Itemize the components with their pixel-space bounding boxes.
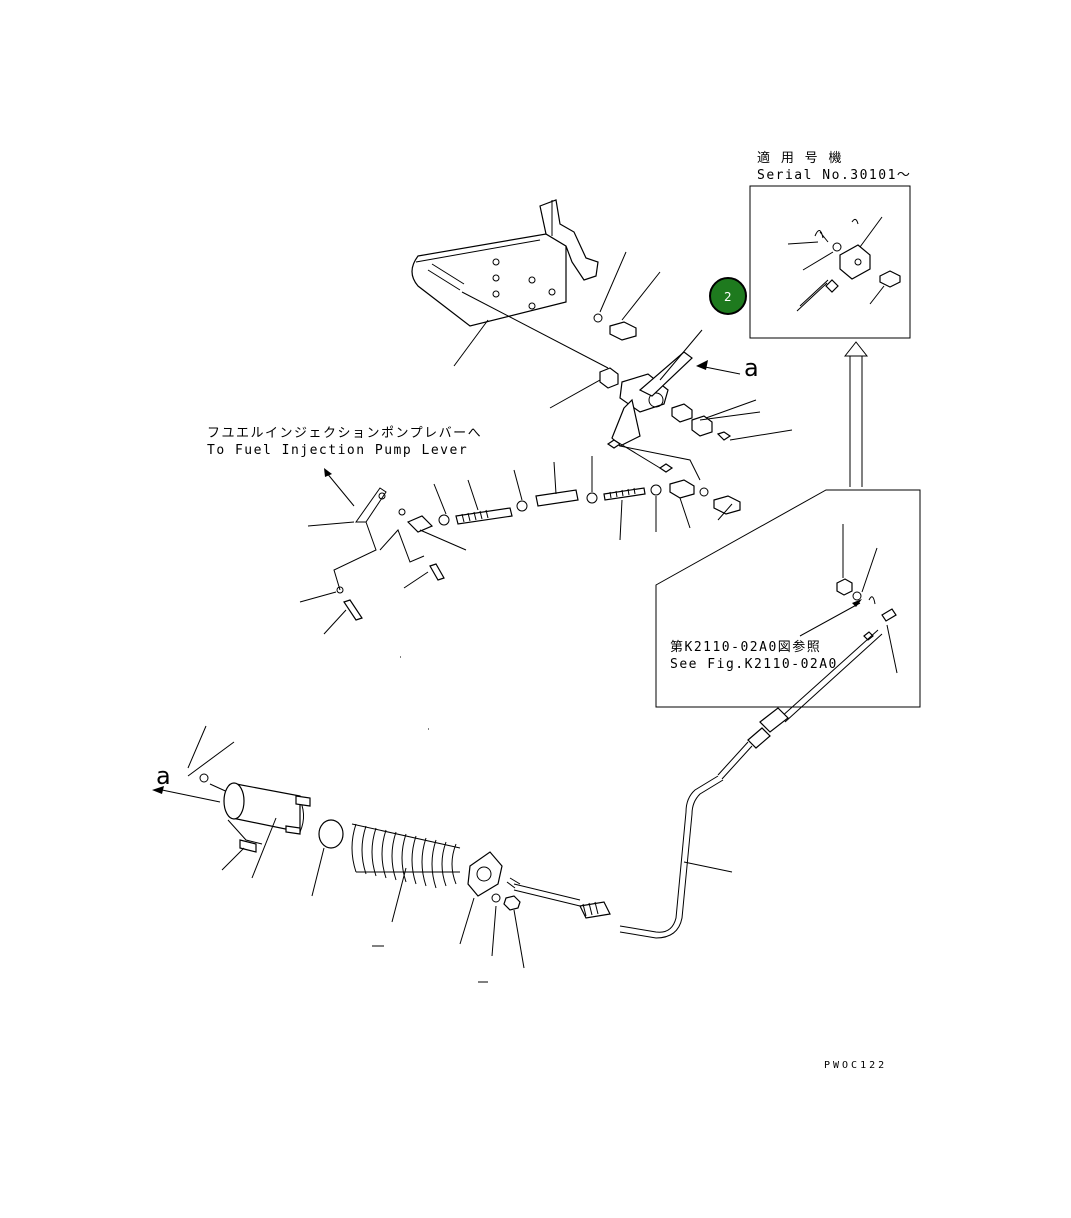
callout-number: 2 bbox=[724, 290, 732, 304]
bracket-bolt bbox=[593, 251, 661, 341]
control-cable bbox=[506, 629, 883, 939]
pump-lever-label-jp: フユエルインジェクションポンプレバーへ bbox=[207, 426, 482, 441]
view-label-left: a bbox=[156, 762, 171, 790]
drawing-code: PWOC122 bbox=[824, 1060, 887, 1071]
reference-label-jp: 第K2110-02A0図参照 bbox=[670, 639, 821, 655]
reference-label-en: See Fig.K2110-02A0 bbox=[670, 657, 838, 672]
serial-inset: 適 用 号 機 Serial No.30101～ bbox=[749, 150, 911, 339]
serial-label-jp: 適 用 号 機 bbox=[757, 150, 843, 166]
view-label-top: a bbox=[744, 354, 759, 382]
main-bracket bbox=[411, 199, 609, 369]
cylinder-assembly: a bbox=[152, 725, 525, 983]
serial-inset-frame bbox=[749, 185, 911, 339]
rod-assembly: フユエルインジェクションポンプレバーへ To Fuel Injection Pu… bbox=[207, 426, 741, 635]
reference-inset: 第K2110-02A0図参照 See Fig.K2110-02A0 bbox=[655, 489, 921, 708]
pump-lever-label-en: To Fuel Injection Pump Lever bbox=[207, 443, 468, 458]
lever-assembly: a bbox=[549, 329, 793, 481]
serial-label-en: Serial No.30101～ bbox=[757, 168, 911, 183]
callout-2[interactable]: 2 bbox=[709, 277, 747, 315]
view-link-arrow bbox=[843, 341, 869, 487]
reference-inset-frame bbox=[655, 489, 921, 708]
